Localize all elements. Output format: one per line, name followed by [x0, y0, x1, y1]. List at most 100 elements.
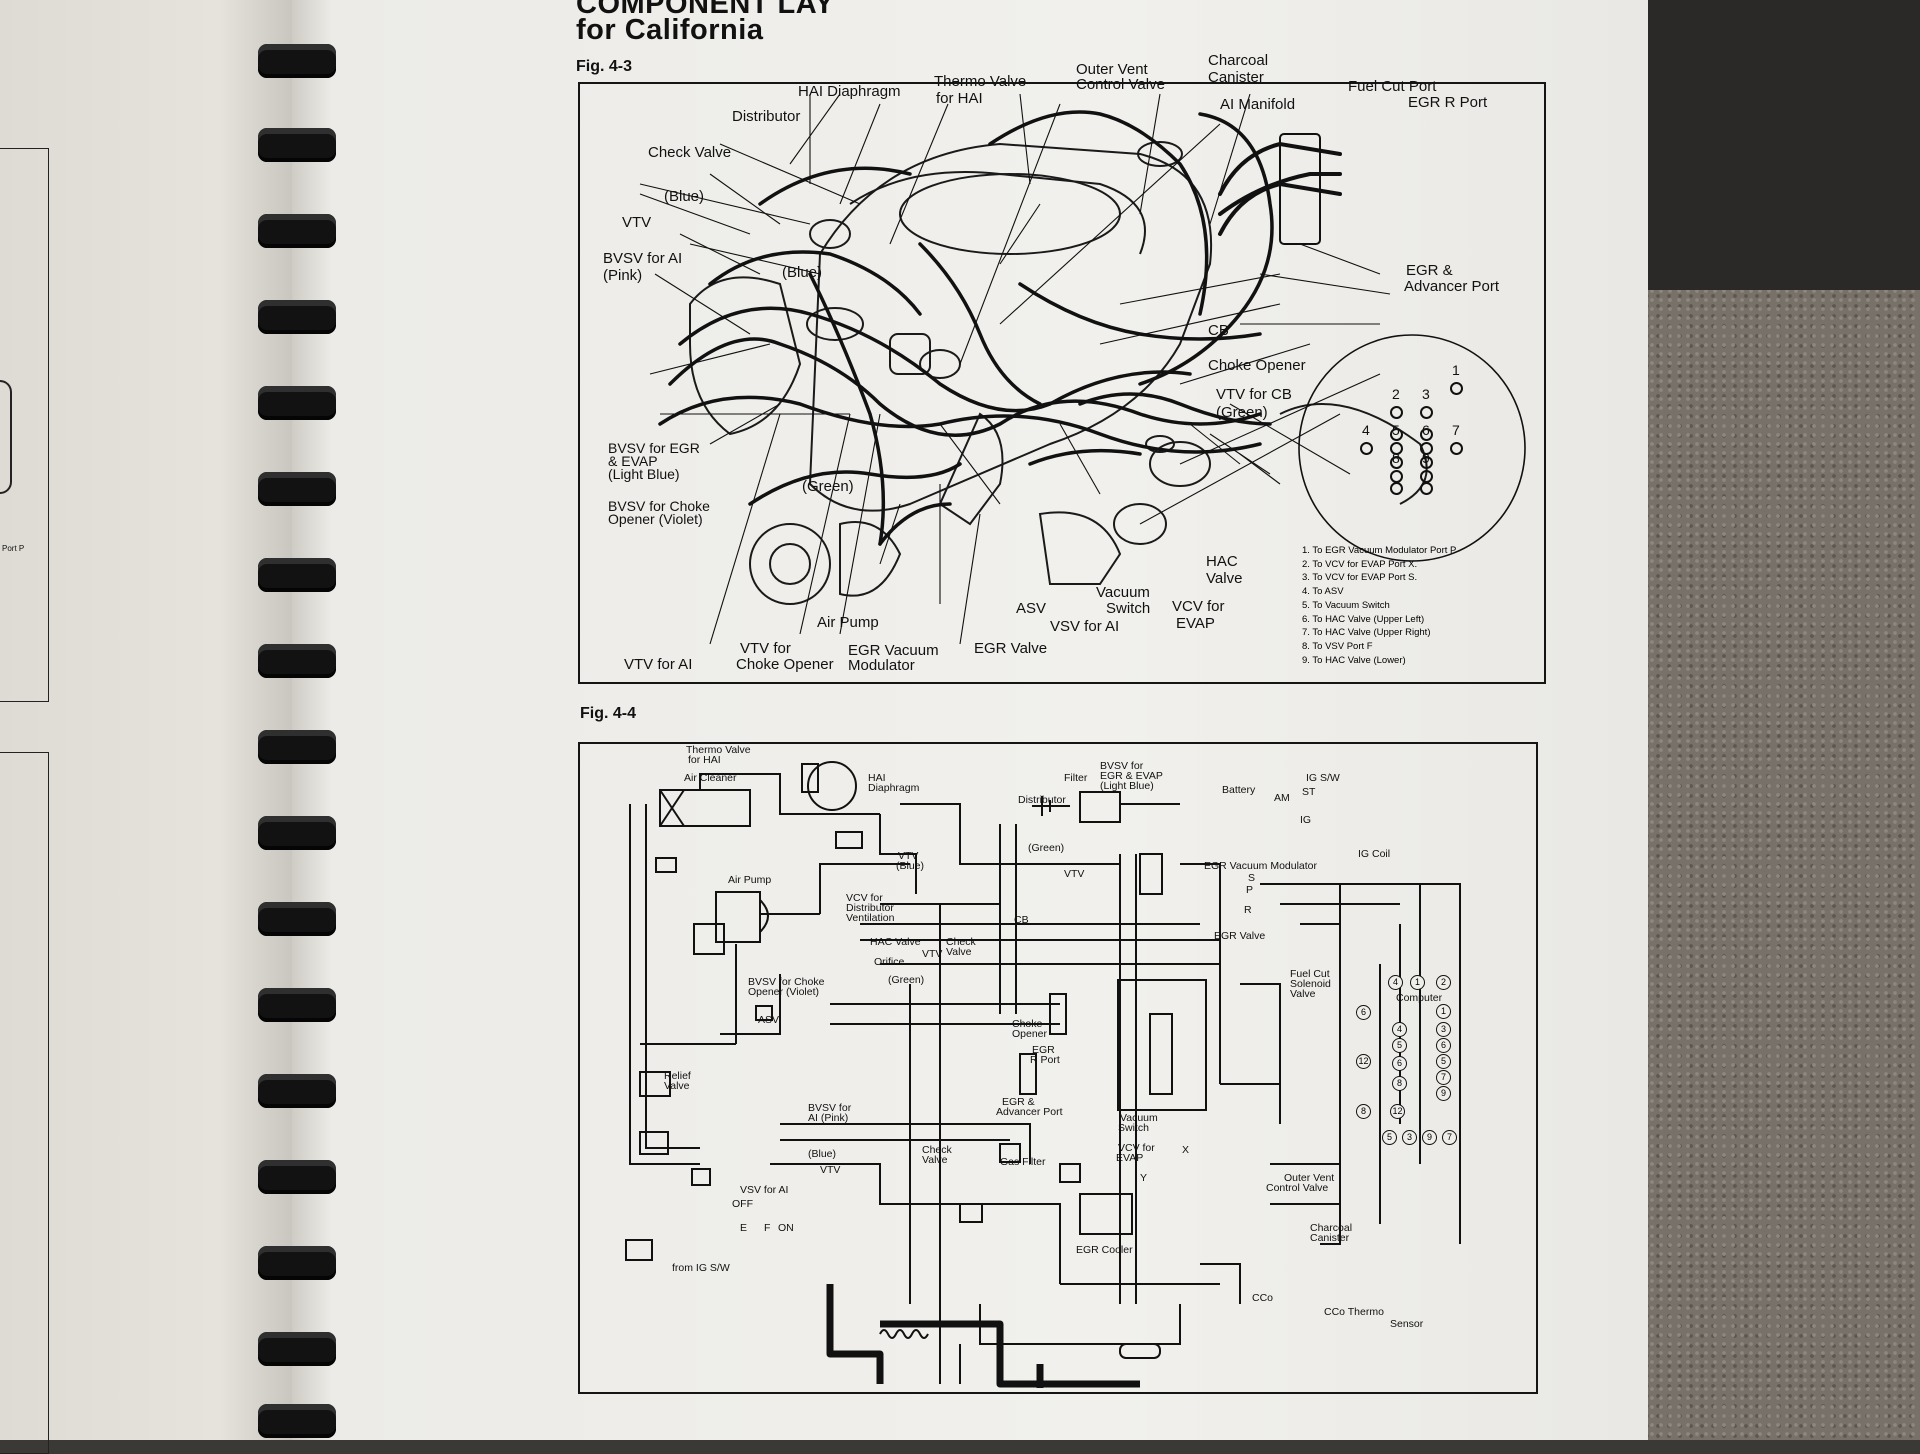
label-vacuum-switch: Vacuum [1096, 584, 1150, 601]
binding-coil [258, 1246, 336, 1280]
label-fuel-cut-valve: Valve [1290, 988, 1316, 1000]
label-fuel-cut-port: Fuel Cut Port [1348, 78, 1437, 95]
fig-4-4-frame [578, 742, 1538, 1394]
fig-4-4-caption: Fig. 4-4 [580, 705, 637, 722]
connector-pin [1390, 406, 1403, 419]
label-hac-valve: HAC Valve [870, 936, 921, 948]
binding-coil [258, 214, 336, 248]
label-vacuum-switch-2: Switch [1106, 600, 1151, 617]
connector-pin-label: 1 [1452, 362, 1460, 378]
label-vcv-distributor-3: Ventilation [846, 912, 895, 924]
label-vtv-cb-green: (Green) [1216, 404, 1268, 421]
label-orifice: Orifice [874, 956, 905, 968]
label-bvsv: BVSV for [1100, 760, 1144, 772]
fig-4-3-frame [578, 82, 1546, 684]
label-green: (Green) [888, 974, 925, 986]
binding-coil [258, 902, 336, 936]
label-vtv-choke-opener: Choke Opener [736, 656, 834, 673]
label-y: Y [1140, 1172, 1148, 1184]
label-air-pump: Air Pump [817, 614, 879, 631]
computer-pin: 9 [1436, 1086, 1451, 1101]
computer-pin: 7 [1436, 1070, 1451, 1085]
label-relief-valve: Relief [664, 1070, 691, 1082]
label-computer: Computer [1396, 992, 1443, 1004]
label-bvsv-ai: BVSV for [808, 1102, 852, 1114]
legend-item: 9. To HAC Valve (Lower) [1302, 654, 1406, 666]
label-outer-vent: Outer Vent [1284, 1172, 1335, 1184]
engine-illustration [639, 93, 1526, 645]
label-vcv-distributor-2: Distributor [846, 902, 894, 914]
connector-pin [1420, 456, 1433, 469]
label-charcoal-2: Canister [1208, 69, 1264, 86]
label-hac-valve: HAC [1206, 553, 1238, 570]
binding-coil [258, 988, 336, 1022]
label-bvsv-lightblue: (Light Blue) [1100, 780, 1154, 792]
legend-item: 8. To VSV Port F [1302, 640, 1373, 652]
manual-page [292, 0, 1648, 1440]
label-vtv-cb: VTV for CB [1216, 386, 1292, 403]
label-vcv-evap: VCV for [1118, 1142, 1155, 1154]
connector-pin [1390, 456, 1403, 469]
label-bvsv-egr-lightblue: (Light Blue) [608, 466, 680, 482]
computer-pin: 8 [1392, 1076, 1407, 1091]
legend-item: 4. To ASV [1302, 586, 1344, 598]
label-r: R [1244, 904, 1252, 916]
label-check-valve-b-2: Valve [922, 1154, 948, 1166]
label-egr-advancer-port: Advancer Port [1404, 278, 1500, 295]
legend-item: 2. To VCV for EVAP Port X. [1302, 558, 1418, 570]
label-bvsv-egr-evap: EGR & EVAP [1100, 770, 1163, 782]
label-egr-valve: EGR Valve [974, 640, 1048, 657]
label-on: ON [778, 1222, 794, 1234]
previous-page: Port P [0, 0, 292, 1454]
section-title: COMPONENT LAY [576, 0, 835, 20]
section-subtitle: for California [576, 14, 764, 46]
computer-pin: 6 [1356, 1005, 1371, 1020]
label-vtv-blue-2: (Blue) [896, 860, 925, 872]
connector-pin [1360, 442, 1373, 455]
label-green: (Green) [802, 478, 854, 495]
label-vcv-evap-2: EVAP [1176, 615, 1215, 632]
label-distributor: Distributor [732, 108, 801, 125]
label-thermo-valve: Thermo Valve [686, 744, 751, 756]
legend-item: 3. To VCV for EVAP Port S. [1302, 572, 1418, 584]
label-check-valve: Check Valve [648, 144, 732, 161]
label-thermo-valve-hai: for HAI [688, 754, 721, 766]
label-cco-thermo-sensor: Sensor [1390, 1318, 1424, 1330]
label-bvsv-egr-evap: & EVAP [608, 453, 658, 469]
label-bvsv-ai: BVSV for AI [603, 250, 683, 267]
label-x: X [1182, 1144, 1190, 1156]
label-egr-vacuum: EGR Vacuum [848, 642, 939, 659]
label-hai-diaphragm: HAI Diaphragm [798, 83, 901, 100]
binding-coil [258, 300, 336, 334]
legend-item: 1. To EGR Vacuum Modulator Port P [1302, 545, 1457, 556]
label-choke-opener: Choke Opener [1208, 357, 1306, 374]
label-relief-valve-2: Valve [664, 1080, 690, 1092]
left-page-fragment: Port P [2, 544, 25, 553]
label-vtv-blue: VTV [898, 850, 919, 862]
connector-pin [1390, 442, 1403, 455]
label-ig-coil: IG Coil [1358, 848, 1391, 860]
label-bvsv-ai-pink: AI (Pink) [808, 1112, 849, 1124]
label-bvsv-choke-violet: Opener (Violet) [748, 986, 820, 998]
label-from-ig: from IG S/W [672, 1262, 730, 1274]
label-ig-sw: IG S/W [1306, 772, 1340, 784]
connector-pin [1420, 442, 1433, 455]
label-e: E [740, 1222, 748, 1234]
label-air-cleaner: Air Cleaner [684, 772, 737, 784]
label-vtv-b: VTV [820, 1164, 841, 1176]
label-am: AM [1274, 792, 1290, 804]
computer-pin: 4 [1392, 1022, 1407, 1037]
computer-pin: 9 [1422, 1130, 1437, 1145]
label-hai: HAI [868, 772, 886, 784]
computer-pin: 6 [1392, 1056, 1407, 1071]
computer-pin: 5 [1392, 1038, 1407, 1053]
label-gas-filter: Gas Filter [1000, 1156, 1046, 1168]
label-blue-1: (Blue) [664, 188, 705, 205]
binding-coil [258, 1332, 336, 1366]
label-vtv-choke: VTV for [740, 640, 791, 657]
label-vtv-ai: VTV for AI [624, 656, 693, 673]
label-egr-valve: EGR Valve [1214, 930, 1266, 942]
binding-coil [258, 1160, 336, 1194]
label-ai-manifold: AI Manifold [1220, 96, 1296, 113]
